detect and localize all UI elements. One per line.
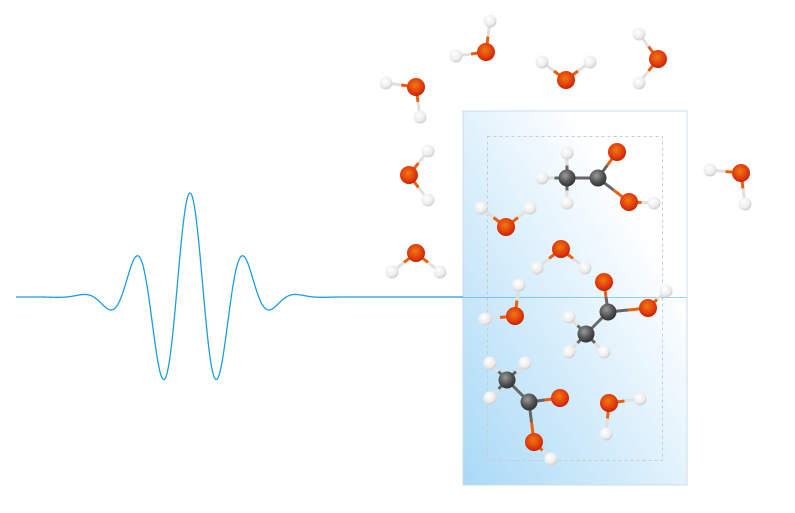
hydrogen-atom [597, 345, 611, 359]
simulation-box-rect [462, 110, 688, 486]
simulation-box [462, 110, 688, 486]
oxygen-atom [620, 193, 638, 211]
hydrogen-atom [633, 392, 647, 406]
hydrogen-atom [560, 196, 574, 210]
hydrogen-atom [647, 196, 661, 210]
hydrogen-atom [518, 356, 532, 370]
hydrogen-atom [562, 345, 576, 359]
hydrogen-atom [523, 201, 537, 215]
water-molecule [400, 144, 435, 207]
water-molecule [535, 55, 597, 89]
oxygen-atom [732, 164, 750, 182]
hydrogen-atom [535, 55, 549, 69]
hydrogen-atom [483, 14, 497, 28]
hydrogen-atom [379, 76, 393, 90]
water-molecule [385, 244, 447, 279]
hydrogen-atom [583, 55, 597, 69]
acetic-acid-molecule [562, 273, 673, 359]
oxygen-atom [407, 78, 425, 96]
water-molecule [530, 240, 592, 275]
hydrogen-atom [478, 312, 492, 326]
hydrogen-atom [535, 171, 549, 185]
carbon-atom [520, 393, 538, 411]
hydrogen-atom [385, 265, 399, 279]
hydrogen-atom [530, 261, 544, 275]
oxygen-atom [400, 166, 418, 184]
hydrogen-atom [738, 197, 752, 211]
oxygen-atom [557, 71, 575, 89]
oxygen-atom [407, 244, 425, 262]
hydrogen-atom [544, 452, 558, 466]
water-molecule [478, 278, 526, 326]
hydrogen-atom [433, 265, 447, 279]
hydrogen-atom [562, 310, 576, 324]
hydrogen-atom [413, 110, 427, 124]
hydrogen-atom [703, 163, 717, 177]
water-molecule [474, 201, 537, 236]
acetic-acid-molecule [483, 356, 569, 466]
hydrogen-atom [599, 427, 613, 441]
water-molecule [632, 27, 667, 90]
hydrogen-atom [474, 201, 488, 215]
oxygen-atom [477, 43, 495, 61]
hydrogen-atom [578, 261, 592, 275]
oxygen-atom [506, 307, 524, 325]
carbon-atom [599, 303, 617, 321]
carbon-atom [498, 371, 516, 389]
hydrogen-atom [512, 278, 526, 292]
hydrogen-atom [483, 391, 497, 405]
acetic-acid-molecule [535, 143, 661, 211]
hydrogen-atom [659, 284, 673, 298]
oxygen-atom [525, 433, 543, 451]
hydrogen-atom [421, 193, 435, 207]
water-molecule [703, 163, 752, 211]
oxygen-atom [639, 299, 657, 317]
oxygen-atom [608, 143, 626, 161]
oxygen-atom [595, 273, 613, 291]
carbon-atom [577, 325, 595, 343]
wave-packet [16, 192, 463, 381]
oxygen-atom [600, 394, 618, 412]
oxygen-atom [551, 389, 569, 407]
oxygen-atom [552, 240, 570, 258]
hydrogen-atom [483, 356, 497, 370]
carbon-atom [589, 169, 607, 187]
hydrogen-atom [449, 49, 463, 63]
molecules [379, 14, 752, 466]
hydrogen-atom [632, 27, 646, 41]
carbon-atom [558, 169, 576, 187]
water-molecule [599, 392, 647, 441]
periodic-cell-outline [487, 136, 663, 461]
hydrogen-atom [421, 144, 435, 158]
water-molecule [449, 14, 497, 63]
oxygen-atom [497, 218, 515, 236]
oxygen-atom [649, 50, 667, 68]
hydrogen-atom [560, 146, 574, 160]
water-molecule [379, 76, 427, 124]
hydrogen-atom [632, 76, 646, 90]
